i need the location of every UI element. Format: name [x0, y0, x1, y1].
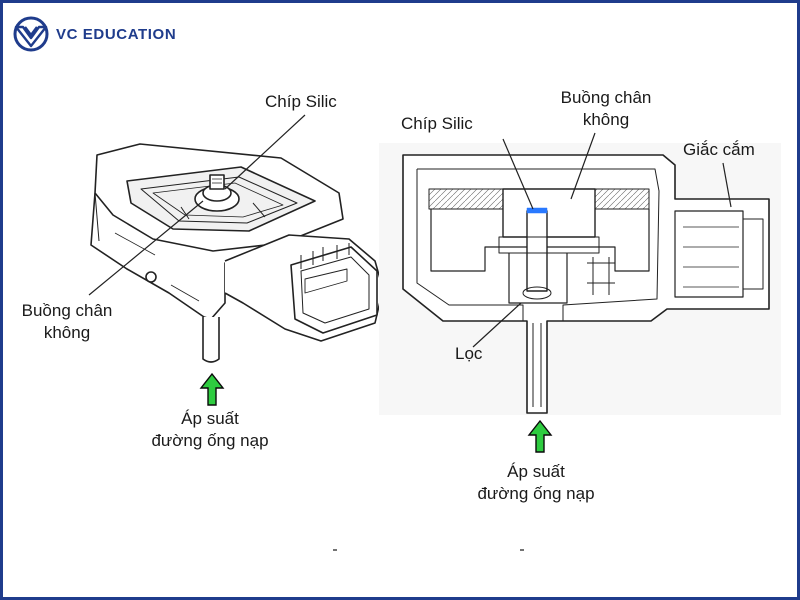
- brand: VC EDUCATION: [12, 15, 176, 53]
- leader-line-left-chip: [224, 114, 306, 190]
- brand-name: VC EDUCATION: [56, 25, 177, 43]
- right-pressure-label-line2: đường ống nạp: [477, 484, 595, 503]
- left-pressure-label-line1: Áp suất: [181, 409, 239, 428]
- right-chamber-label-line2: không: [582, 110, 630, 129]
- left-pressure-label: Áp suất đường ống nạp: [135, 408, 285, 452]
- right-chip-label: Chíp Silic: [401, 114, 473, 133]
- diagram-drawings: [88, 114, 781, 551]
- right-pressure-label: Áp suất đường ống nạp: [461, 461, 611, 505]
- leader-line-right-connector: [722, 162, 732, 208]
- right-filter-label: Lọc: [455, 344, 483, 363]
- left-chip-label: Chíp Silic: [265, 92, 337, 111]
- left-pressure-arrow: [199, 372, 225, 406]
- right-sensor-section: [379, 143, 781, 415]
- right-pressure-arrow: [527, 419, 553, 453]
- leader-line-right-chip: [502, 138, 534, 210]
- right-chamber-label: Buồng chân không: [545, 87, 667, 131]
- leader-line-right-filter: [472, 302, 522, 348]
- left-chamber-label-line1: Buồng chân: [21, 301, 113, 320]
- left-pressure-label-line2: đường ống nạp: [151, 431, 269, 450]
- left-sensor-drawing: [90, 143, 384, 363]
- leader-line-left-chamber: [88, 200, 204, 296]
- right-chamber-label-line1: Buồng chân: [560, 88, 652, 107]
- vc-logo-icon: [13, 16, 49, 52]
- leader-line-right-chamber: [570, 132, 596, 200]
- left-chamber-label-line2: không: [43, 323, 91, 342]
- right-connector-label: Giắc cắm: [683, 140, 755, 159]
- right-pressure-label-line1: Áp suất: [507, 462, 565, 481]
- left-chamber-label: Buồng chân không: [7, 300, 127, 344]
